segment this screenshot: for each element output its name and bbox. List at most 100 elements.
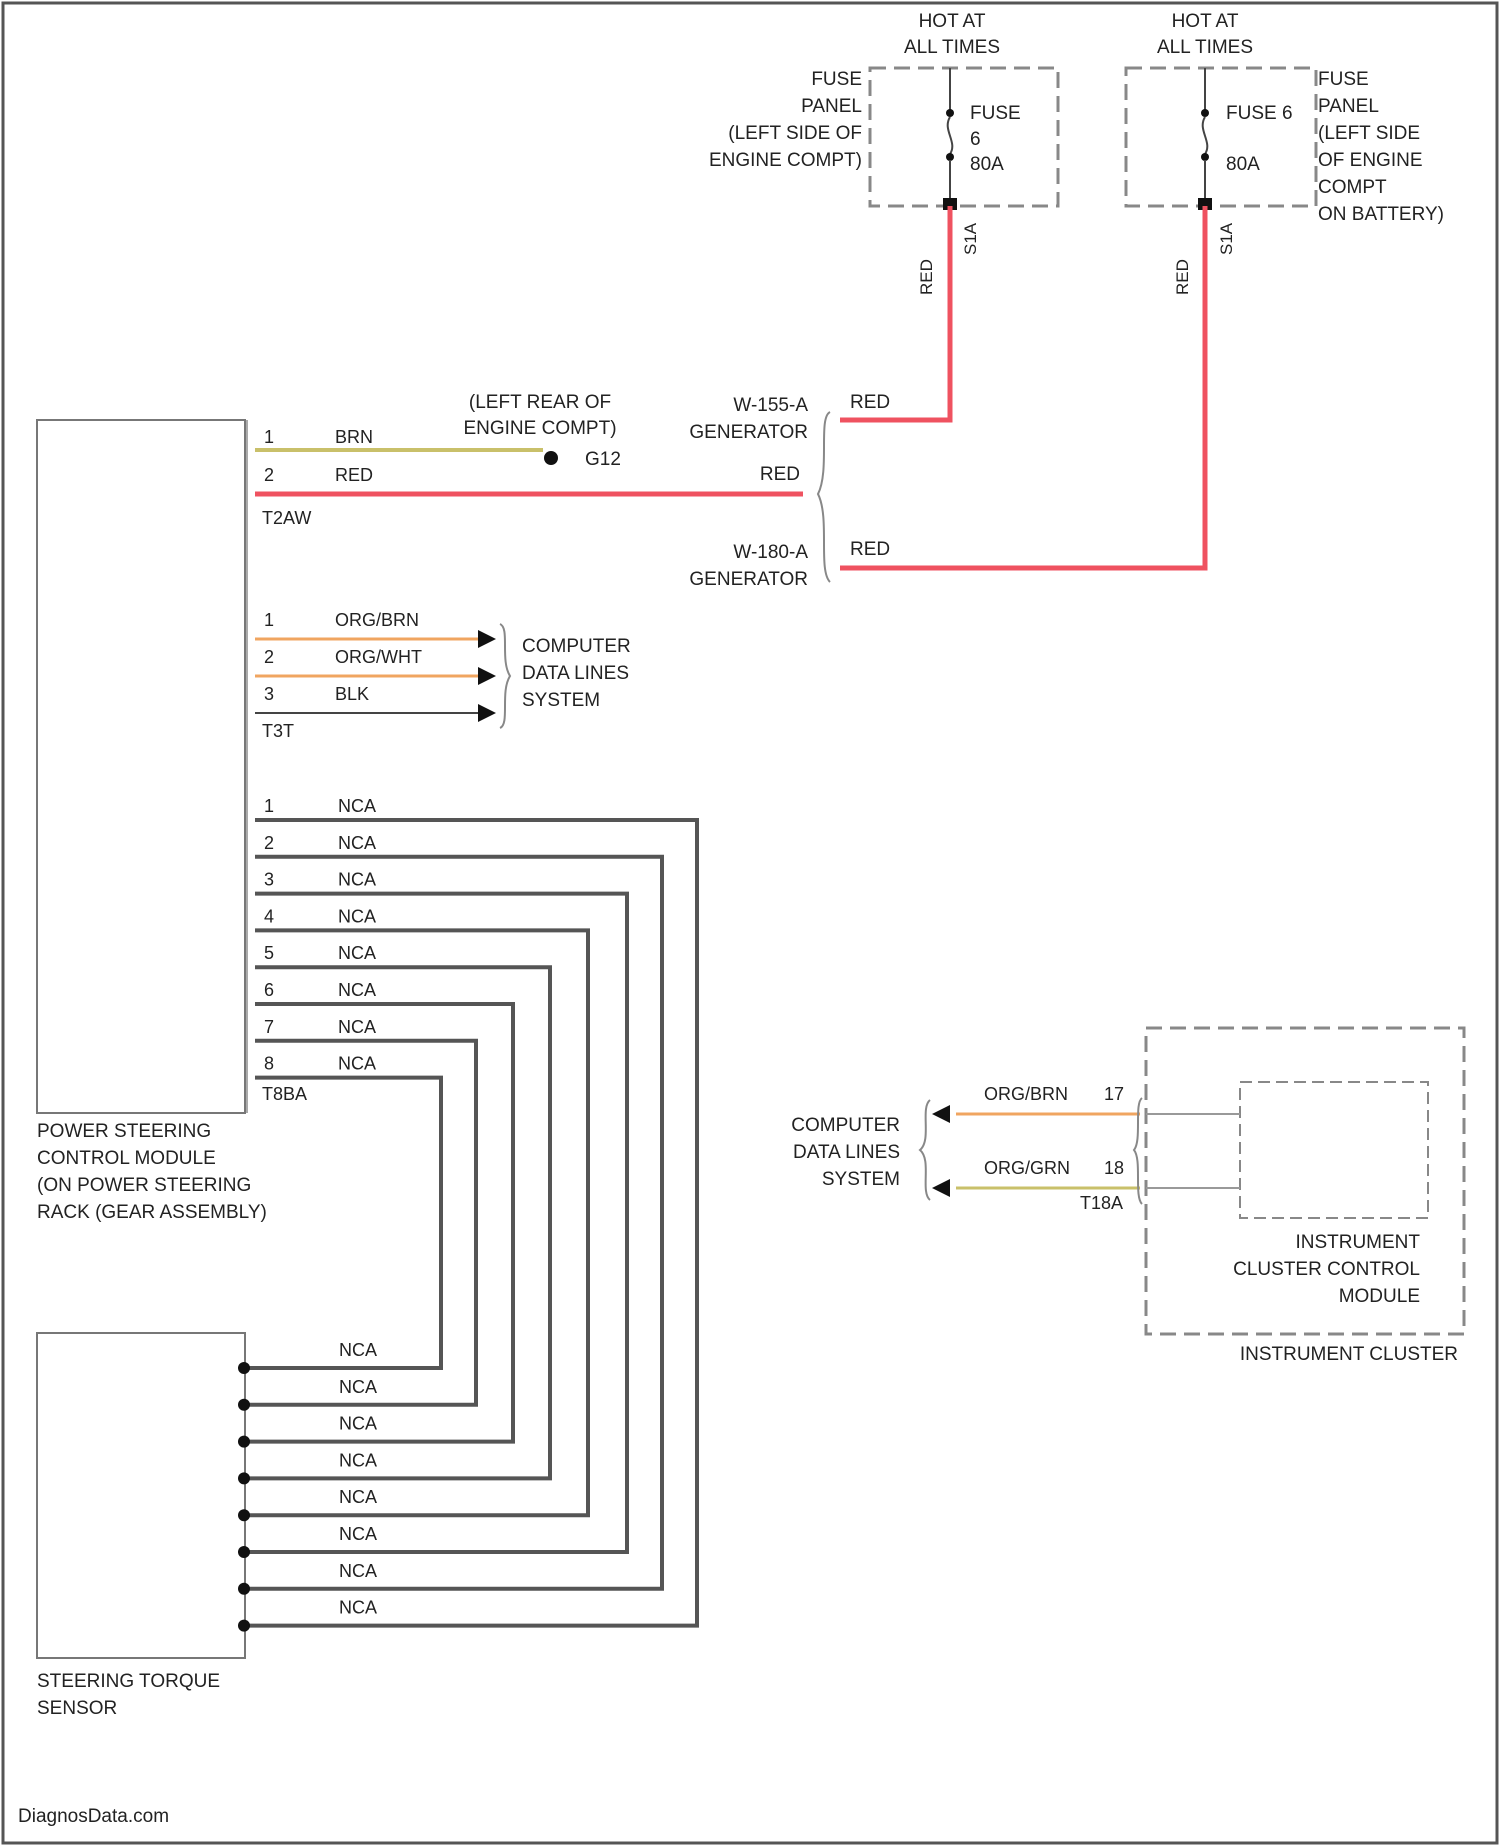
sensor-wire-label: NCA [339, 1450, 377, 1470]
t8-pin-color: NCA [338, 870, 376, 890]
fuse1-terminal-top [946, 109, 954, 117]
t8-pin-color: NCA [338, 1054, 376, 1074]
t3-pin-number: 3 [264, 684, 274, 704]
sensor-terminal-dot [238, 1583, 250, 1595]
t8-pin-number: 1 [264, 796, 274, 816]
t8-pin-number: 6 [264, 980, 274, 1000]
t3-dest-line: DATA LINES [522, 663, 629, 684]
fuse1-terminal-bottom [946, 153, 954, 161]
center-red-wire-label: RED [760, 464, 800, 485]
cluster-module-line: INSTRUMENT [1295, 1232, 1420, 1253]
fuse1-hot-label-1: HOT AT [919, 11, 986, 32]
fuse2-panel-line: FUSE [1318, 69, 1369, 90]
t3-pin-color: ORG/BRN [335, 610, 419, 630]
fuse2-panel-line: COMPT [1318, 177, 1387, 198]
fuse2-terminal-top [1201, 109, 1209, 117]
t3-dest-line: SYSTEM [522, 690, 600, 711]
t8-connector-name: T8BA [262, 1084, 307, 1104]
sensor-terminal-dot [238, 1362, 250, 1374]
t8-pin-number: 7 [264, 1017, 274, 1037]
fuse2-hot-label-2: ALL TIMES [1157, 37, 1253, 58]
generator-a-wire: RED [850, 392, 890, 413]
cluster-wire2-pin: 18 [1104, 1158, 1124, 1178]
fuse2-terminal-bottom [1201, 153, 1209, 161]
instrument-cluster-name: INSTRUMENT CLUSTER [1240, 1344, 1458, 1365]
t2-pin-number: 2 [264, 465, 274, 485]
sensor-terminal-dot [238, 1399, 250, 1411]
t3-pin-number: 1 [264, 610, 274, 630]
t2-pin-color: BRN [335, 427, 373, 447]
t8-pin-number: 3 [264, 870, 274, 890]
fuse2-name: FUSE 6 [1226, 103, 1293, 124]
fuse2-wire-id: S1A [1217, 222, 1236, 255]
fuse2-rating: 80A [1226, 154, 1260, 175]
t8-pin-number: 4 [264, 906, 274, 926]
sensor-label-line: STEERING TORQUE [37, 1671, 220, 1692]
t3-pin-color: ORG/WHT [335, 647, 422, 667]
ground-g12-icon [544, 451, 558, 465]
t8-pin-color: NCA [338, 943, 376, 963]
cluster-dest-line: DATA LINES [793, 1142, 900, 1163]
cluster-dest-line: COMPUTER [791, 1115, 900, 1136]
t2-connector-name: T2AW [262, 508, 311, 528]
t3-pin-number: 2 [264, 647, 274, 667]
fuse2-panel-line: OF ENGINE [1318, 150, 1423, 171]
t8-pin-color: NCA [338, 980, 376, 1000]
fuse1-number: 6 [970, 129, 981, 150]
t8-pin-number: 8 [264, 1054, 274, 1074]
fuse1-panel-line: ENGINE COMPT) [709, 150, 862, 171]
sensor-wire-label: NCA [339, 1524, 377, 1544]
fuse1-panel-line: (LEFT SIDE OF [728, 123, 862, 144]
sensor-terminal-dot [238, 1436, 250, 1448]
fuse2-panel-line: (LEFT SIDE [1318, 123, 1420, 144]
cluster-dest-line: SYSTEM [822, 1169, 900, 1190]
fuse1-hot-label-2: ALL TIMES [904, 37, 1000, 58]
sensor-terminal-dot [238, 1546, 250, 1558]
t8-pin-number: 5 [264, 943, 274, 963]
fuse2-wire-color: RED [1173, 259, 1192, 295]
generator-b-id: W-180-A [733, 542, 808, 563]
generator-b-wire: RED [850, 539, 890, 560]
t8-pin-number: 2 [264, 833, 274, 853]
t2-pin-color: RED [335, 465, 373, 485]
psm-label-line: POWER STEERING [37, 1121, 211, 1142]
cluster-connector-name: T18A [1080, 1193, 1123, 1213]
sensor-terminal-dot [238, 1620, 250, 1632]
t2-pin-number: 1 [264, 427, 274, 447]
watermark: DiagnosData.com [18, 1806, 169, 1827]
fuse1-rating: 80A [970, 154, 1004, 175]
sensor-wire-label: NCA [339, 1377, 377, 1397]
sensor-terminal-dot [238, 1509, 250, 1521]
generator-a-name: GENERATOR [689, 422, 808, 443]
sensor-wire-label: NCA [339, 1561, 377, 1581]
ground-name: G12 [585, 449, 621, 470]
sensor-wire-label: NCA [339, 1487, 377, 1507]
cluster-wire1-pin: 17 [1104, 1084, 1124, 1104]
cluster-module-line: MODULE [1339, 1286, 1420, 1307]
t3-dest-line: COMPUTER [522, 636, 631, 657]
sensor-terminal-dot [238, 1472, 250, 1484]
cluster-wire1-color: ORG/BRN [984, 1084, 1068, 1104]
generator-a-id: W-155-A [733, 395, 808, 416]
fuse2-panel-line: ON BATTERY) [1318, 204, 1444, 225]
t3-connector-name: T3T [262, 721, 294, 741]
power-steering-control-module [37, 420, 245, 1113]
generator-b-name: GENERATOR [689, 569, 808, 590]
sensor-wire-label: NCA [339, 1414, 377, 1434]
ground-location-1: (LEFT REAR OF [469, 392, 611, 413]
fuse1-wire-id: S1A [961, 222, 980, 255]
sensor-wire-label: NCA [339, 1598, 377, 1618]
t8-pin-color: NCA [338, 833, 376, 853]
cluster-wire2-color: ORG/GRN [984, 1158, 1070, 1178]
steering-torque-sensor [37, 1333, 245, 1658]
psm-label-line: CONTROL MODULE [37, 1148, 216, 1169]
ground-location-2: ENGINE COMPT) [463, 418, 616, 439]
t8-pin-color: NCA [338, 906, 376, 926]
fuse1-name: FUSE [970, 103, 1021, 124]
psm-label-line: RACK (GEAR ASSEMBLY) [37, 1202, 267, 1223]
fuse1-panel-line: PANEL [801, 96, 862, 117]
cluster-module-line: CLUSTER CONTROL [1233, 1259, 1420, 1280]
fuse1-wire-color: RED [917, 259, 936, 295]
t8-pin-color: NCA [338, 796, 376, 816]
